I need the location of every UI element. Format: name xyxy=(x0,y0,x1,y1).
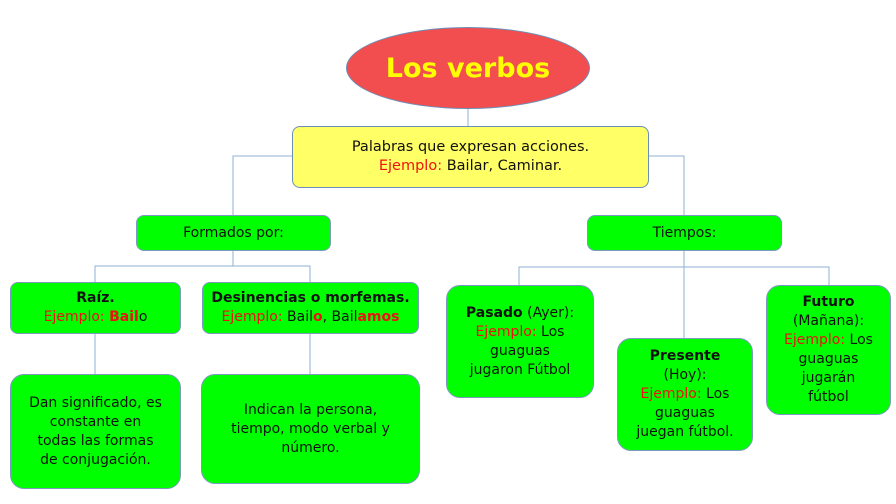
desinencias-ex1-end: o xyxy=(312,309,323,325)
desinencias-ex1-root: Bail xyxy=(287,309,313,325)
formados-box: Formados por: xyxy=(136,215,331,251)
presente-box: Presente (Hoy): Ejemplo: Los guaguas jue… xyxy=(617,338,753,451)
definition-example-text: Bailar, Caminar. xyxy=(446,158,563,174)
pasado-example-line-3: jugaron Fútbol xyxy=(469,361,571,378)
raiz-description-box: Dan significado, es constante en todas l… xyxy=(10,374,181,489)
definition-box: Palabras que expresan acciones. Ejemplo:… xyxy=(292,126,649,188)
futuro-example-line-3: jugarán xyxy=(801,370,856,386)
raiz-example-label: Ejemplo: xyxy=(43,309,105,325)
desinencias-title: Desinencias o morfemas. xyxy=(211,290,410,306)
raiz-description-line-3: todas las formas xyxy=(37,432,154,449)
definition-example-label: Ejemplo: xyxy=(378,158,443,174)
presente-example-line-2: guaguas xyxy=(655,405,715,421)
pasado-example-line-2: guaguas xyxy=(490,342,550,359)
desinencias-example-label: Ejemplo: xyxy=(221,309,283,325)
presente-title: Presente xyxy=(649,348,721,364)
pasado-sub: (Ayer): xyxy=(527,304,575,321)
tiempos-box: Tiempos: xyxy=(587,215,782,251)
pasado-example: Ejemplo: Los xyxy=(476,323,565,342)
raiz-box: Raíz. Ejemplo: Bailo xyxy=(10,282,181,334)
pasado-example-label: Ejemplo: xyxy=(475,323,537,340)
raiz-example-end: o xyxy=(138,309,148,325)
desinencias-description-line-2: tiempo, modo verbal y xyxy=(231,420,390,437)
raiz-description-line-4: de conjugación. xyxy=(40,451,151,468)
connector-formados-branch xyxy=(94,265,311,282)
futuro-example: Ejemplo: Los xyxy=(784,331,873,350)
raiz-example: Ejemplo: Bailo xyxy=(44,308,148,327)
presente-example-label: Ejemplo: xyxy=(640,386,702,402)
futuro-example-line-4: fútbol xyxy=(808,389,849,405)
pasado-box: Pasado (Ayer): Ejemplo: Los guaguas juga… xyxy=(446,285,594,398)
futuro-box: Futuro (Mañana): Ejemplo: Los guaguas ju… xyxy=(766,285,891,415)
desinencias-example: Ejemplo: Bailo, Bailamos xyxy=(222,308,400,327)
desinencias-ex2-root: Bail xyxy=(331,309,358,325)
futuro-title: Futuro xyxy=(802,294,855,310)
desinencias-ex2-end: amos xyxy=(357,309,400,325)
raiz-title: Raíz. xyxy=(76,290,115,306)
presente-example-line-3: juegan fútbol. xyxy=(636,424,734,440)
pasado-title: Pasado xyxy=(465,304,523,321)
desinencias-description-line-3: número. xyxy=(281,439,340,456)
presente-example-first: Los xyxy=(706,386,730,402)
futuro-example-line-2: guaguas xyxy=(798,351,859,367)
desinencias-box: Desinencias o morfemas. Ejemplo: Bailo, … xyxy=(202,282,419,334)
pasado-example-first: Los xyxy=(541,323,565,340)
raiz-description-line-2: constante en xyxy=(49,413,142,430)
title-text: Los verbos xyxy=(385,52,551,84)
futuro-example-first: Los xyxy=(849,332,873,348)
tiempos-label: Tiempos: xyxy=(652,224,717,241)
definition-text: Palabras que expresan acciones. xyxy=(351,139,590,155)
desinencias-separator: , xyxy=(322,309,328,325)
desinencias-description-line-1: Indican la persona, xyxy=(243,401,378,418)
raiz-description-line-1: Dan significado, es xyxy=(29,394,162,411)
desinencias-description-box: Indican la persona, tiempo, modo verbal … xyxy=(201,374,420,484)
presente-example: Ejemplo: Los xyxy=(641,385,730,404)
connector-definition-formados xyxy=(232,155,292,215)
futuro-sub: (Mañana): xyxy=(792,313,865,329)
futuro-example-label: Ejemplo: xyxy=(784,332,846,348)
definition-example: Ejemplo: Bailar, Caminar. xyxy=(379,157,562,176)
connector-definition-tiempos xyxy=(649,155,685,215)
title-ellipse: Los verbos xyxy=(346,27,590,109)
connector-tiempos-branch xyxy=(518,266,830,285)
raiz-example-root: Bail xyxy=(109,309,139,325)
pasado-heading: Pasado (Ayer): xyxy=(466,304,574,323)
formados-label: Formados por: xyxy=(183,224,284,241)
presente-sub: (Hoy): xyxy=(663,367,707,383)
